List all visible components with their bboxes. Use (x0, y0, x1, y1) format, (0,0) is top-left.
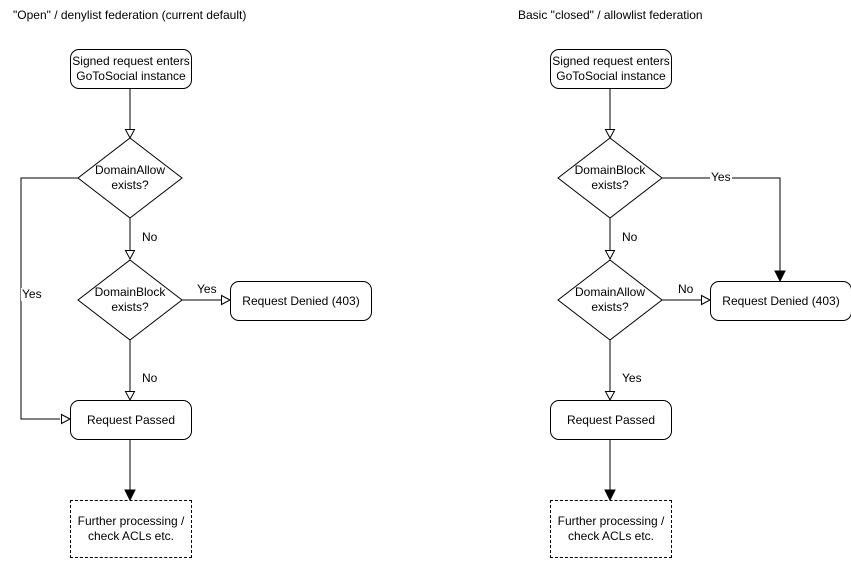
arrowhead-filled-icon (604, 489, 616, 502)
left-decision1-no-label: No (141, 230, 159, 244)
right-passed-node: Request Passed (550, 400, 672, 440)
arrowhead-open-icon (604, 391, 616, 402)
left-denied-node: Request Denied (403) (230, 281, 372, 321)
left-chart-connectors (20, 89, 232, 502)
left-passed-label: Request Passed (86, 412, 176, 427)
right-further-label: Further processing / check ACLs etc. (557, 514, 665, 543)
arrowhead-open-icon (124, 250, 136, 261)
right-edge-decision1-yes (662, 177, 781, 271)
arrowhead-open-icon (604, 250, 616, 261)
right-start-label: Signed request enters GoToSocial instanc… (552, 54, 670, 83)
right-passed-label: Request Passed (566, 412, 656, 427)
left-further-label: Further processing / check ACLs etc. (77, 514, 185, 543)
right-decision2-diamond (557, 259, 663, 341)
left-start-label: Signed request enters GoToSocial instanc… (72, 54, 190, 83)
left-decision2-no-label: No (141, 371, 159, 385)
right-decision1-yes-label: Yes (710, 170, 732, 184)
left-decision2-yes-label: Yes (196, 282, 218, 296)
right-decision1-no-label: No (621, 230, 639, 244)
right-chart-connectors (557, 89, 786, 502)
right-decision1-diamond (557, 137, 663, 219)
right-denied-label: Request Denied (403) (722, 293, 840, 308)
arrowhead-filled-icon (124, 489, 136, 502)
right-decision2-no-label: No (677, 282, 695, 296)
left-further-node: Further processing / check ACLs etc. (70, 500, 192, 558)
left-passed-node: Request Passed (70, 400, 192, 440)
left-decision1-diamond (77, 137, 183, 219)
right-decision2-yes-label: Yes (621, 371, 643, 385)
left-decision1-yes-label: Yes (21, 287, 43, 301)
arrowhead-open-icon (604, 129, 616, 140)
right-start-node: Signed request enters GoToSocial instanc… (550, 49, 672, 89)
right-further-node: Further processing / check ACLs etc. (550, 500, 672, 558)
left-start-node: Signed request enters GoToSocial instanc… (70, 49, 192, 89)
arrowhead-open-icon (124, 391, 136, 402)
arrowhead-open-icon (124, 129, 136, 140)
left-denied-label: Request Denied (403) (242, 293, 360, 308)
left-decision2-diamond (77, 259, 183, 341)
right-denied-node: Request Denied (403) (710, 281, 851, 321)
left-chart-title: "Open" / denylist federation (current de… (13, 8, 247, 22)
arrowhead-open-icon (61, 413, 72, 425)
arrowhead-filled-icon (774, 270, 786, 283)
arrowhead-open-icon (701, 294, 712, 306)
arrowhead-open-icon (221, 294, 232, 306)
right-chart-title: Basic "closed" / allowlist federation (518, 8, 703, 22)
